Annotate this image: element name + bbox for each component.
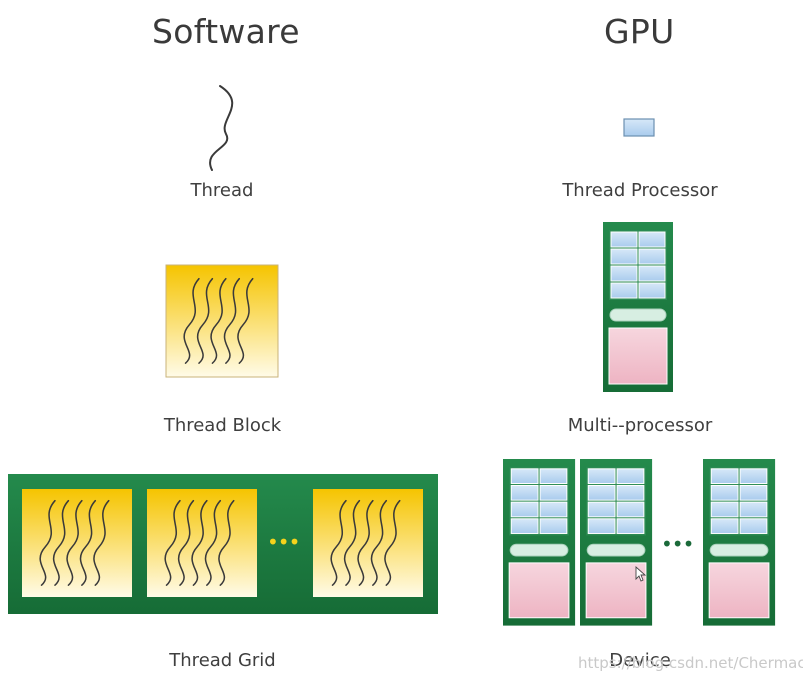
grid-ellipsis: ••• — [267, 530, 300, 554]
thread-block-icon — [165, 264, 279, 378]
thread-processor-label: Thread Processor — [562, 180, 718, 201]
thread-grid-label: Thread Grid — [169, 650, 276, 671]
thread-processor-icon — [623, 118, 655, 137]
multiprocessor-icon — [602, 221, 674, 393]
device-ellipsis: ••• — [661, 532, 694, 556]
device-label: Device — [609, 650, 671, 671]
gpu-heading: GPU — [604, 12, 675, 51]
thread-label: Thread — [190, 180, 254, 201]
thread-block-label: Thread Block — [163, 415, 282, 436]
watermark-url: https://blog.csdn.net/Chermack — [578, 654, 803, 672]
thread-icon — [209, 85, 234, 171]
thread-grid-icon — [8, 474, 438, 614]
mouse-cursor-icon — [635, 565, 647, 582]
software-heading: Software — [152, 12, 300, 51]
device-icon — [502, 458, 776, 627]
multi-processor-label: Multi--processor — [567, 415, 713, 436]
